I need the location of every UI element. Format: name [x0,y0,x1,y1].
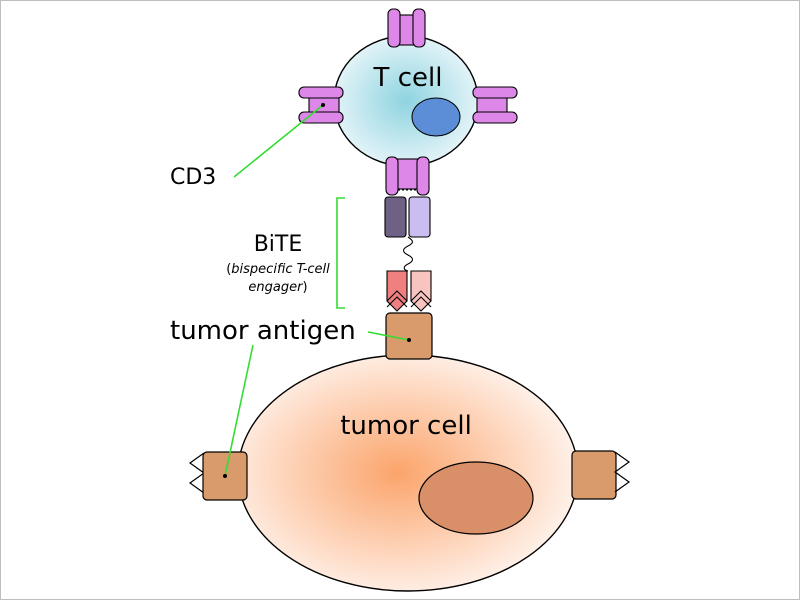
tumor-cell-body [237,354,579,592]
tumor-antigen-label: tumor antigen [170,316,356,346]
t-cell-label: T cell [373,63,443,93]
cd3-receptor-right [472,86,518,124]
cd3-receptor-bottom [385,156,430,196]
leader-lines [223,103,411,478]
tumor-antigen-leader-left [224,344,254,477]
cd3-receptor-left [298,86,344,124]
t-cell-nucleus [411,97,461,137]
tumor-antigen-right [571,450,631,500]
cd3-leader-dot [321,103,325,107]
bite-bracket [336,197,345,309]
tumor-cell-label: tumor cell [340,411,472,441]
tumor-antigen-left [188,451,248,501]
cd3-label: CD3 [170,165,216,190]
bite-anti-tumor-domain [386,270,432,312]
bite-linker [402,236,414,272]
bite-description-line1: (bispecific T-cell [226,262,330,277]
cd3-leader-line [233,104,324,178]
tumor-cell-nucleus [418,461,534,535]
cd3-receptor-top [387,8,426,48]
tumor-antigen-top [385,312,433,360]
bite-description-line2: engager) [248,280,307,295]
tumor-antigen-leader-left-dot [223,474,227,478]
t-cell-body [333,35,479,167]
tumor-antigen-leader-top [367,331,410,341]
bite-anti-cd3-domain [384,196,431,238]
tumor-antigen-leader-top-dot [407,338,411,342]
bite-label: BiTE [254,232,303,257]
